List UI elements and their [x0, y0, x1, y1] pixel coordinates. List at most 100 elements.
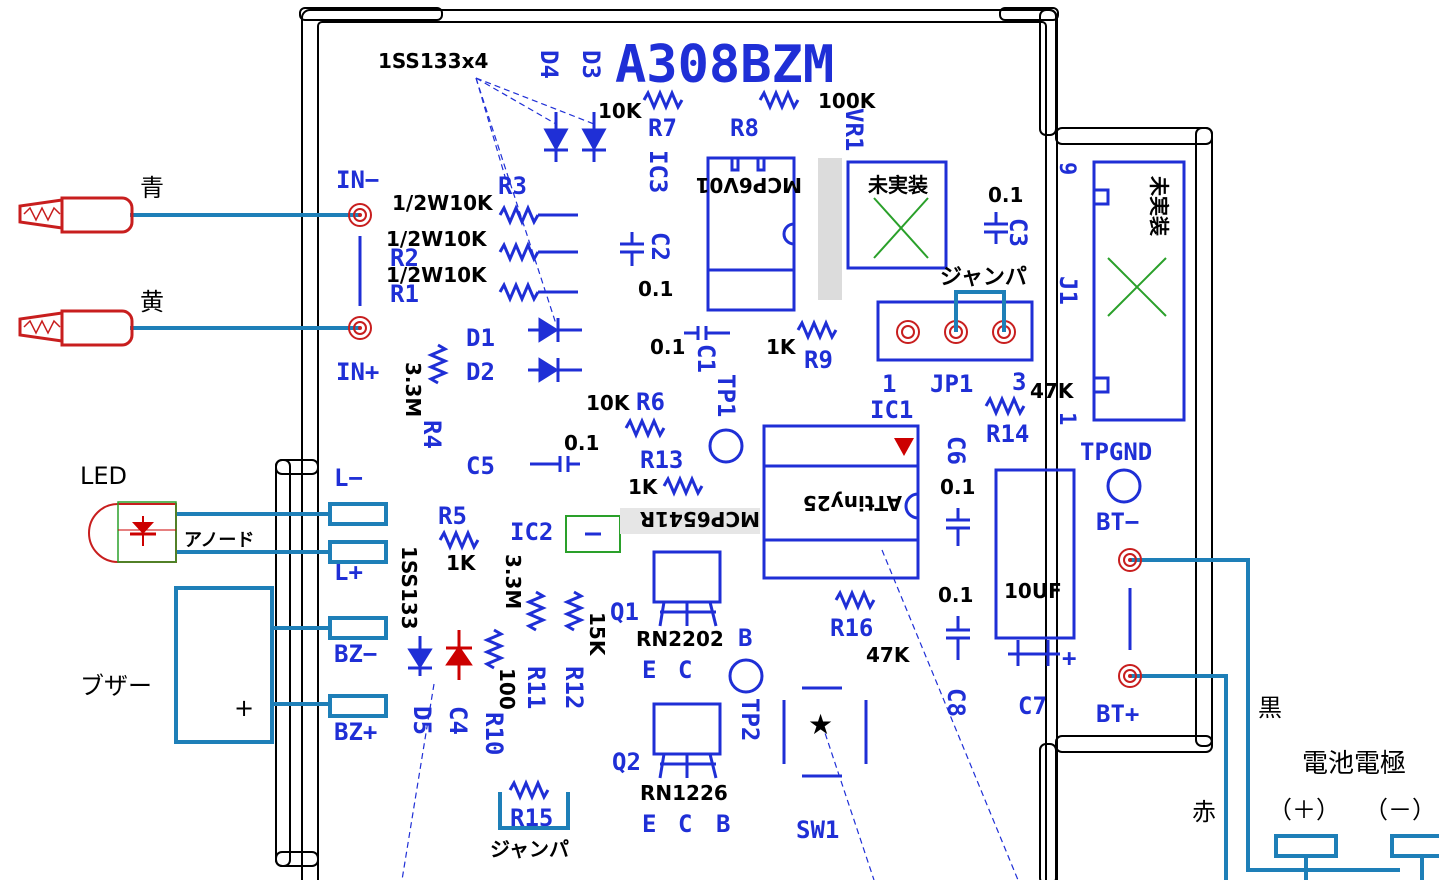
capacitor-symbols: [530, 212, 1008, 660]
silk-jp1-pin3: 3: [1012, 368, 1026, 396]
label-buzzer-plus: +: [234, 694, 254, 722]
silk-c3: C3: [1004, 218, 1032, 247]
value-c7: 10UF: [1004, 579, 1062, 603]
value-r3: 1/2W10K: [392, 191, 494, 215]
value-c1: 0.1: [650, 335, 685, 359]
silk-r8: R8: [730, 114, 759, 142]
silk-q2-b: B: [716, 810, 730, 838]
silk-r16: R16: [830, 614, 873, 642]
value-q2-part: RN1226: [640, 781, 728, 805]
value-r16: 47K: [866, 643, 911, 667]
value-c5: 0.1: [564, 431, 599, 455]
silk-c2: C2: [646, 232, 674, 261]
value-r8: 100K: [818, 89, 877, 113]
value-d5: 1SS133: [397, 546, 421, 630]
silk-r13: R13: [640, 446, 683, 474]
board-name: A308BZM: [615, 35, 834, 95]
silk-q2-c: C: [678, 810, 692, 838]
silk-r3: R3: [498, 172, 527, 200]
silk-j1-pin9: 9: [1054, 162, 1079, 175]
resistor-leads: [358, 213, 1132, 650]
j1-footprint: [1092, 160, 1186, 422]
value-r9: 1K: [766, 335, 797, 359]
silk-c7-plus: +: [1062, 644, 1076, 672]
silk-c8: C8: [942, 688, 970, 717]
silk-c4: C4: [444, 706, 472, 735]
silk-ic2: IC2: [510, 518, 553, 546]
silk-bt-minus: BT−: [1096, 508, 1139, 536]
note-j1: 未実装: [1147, 176, 1171, 236]
ic2-label-bg: [620, 508, 760, 534]
value-r5: 1K: [446, 551, 477, 575]
silk-r11: R11: [522, 666, 550, 709]
r15-jumper-wire: [498, 792, 570, 830]
q1-package: [652, 550, 722, 627]
value-c8: 0.1: [938, 583, 973, 607]
silk-tp1: TP1: [712, 374, 740, 417]
value-r1: 1/2W10K: [386, 263, 488, 287]
value-ic1-part: ATtiny25: [803, 491, 902, 515]
silk-bt-plus: BT+: [1096, 700, 1139, 728]
silk-q1-b: B: [738, 624, 752, 652]
value-r12: 15K: [585, 612, 609, 657]
label-red: 赤: [1192, 798, 1216, 826]
label-jumper-r15: ジャンパ: [490, 837, 569, 861]
label-battery-minus: （－）: [1364, 796, 1436, 824]
value-r10: 100: [495, 668, 519, 710]
leader-lines: [401, 77, 1019, 880]
ic3-package: [706, 156, 796, 312]
value-r4: 3.3M: [401, 362, 425, 417]
value-r14: 47K: [1030, 379, 1075, 403]
c4-diode-mark: [445, 630, 473, 680]
test-points: [708, 428, 1142, 694]
silk-jp1-pin1: 1: [882, 370, 896, 398]
silk-c6: C6: [942, 436, 970, 465]
c7-package: [994, 468, 1076, 666]
silk-in-plus: IN+: [336, 358, 379, 386]
silk-r5: R5: [438, 502, 467, 530]
silk-r1: R1: [390, 280, 419, 308]
silk-tp2: TP2: [736, 698, 764, 741]
value-c2: 0.1: [638, 277, 673, 301]
label-probe-blue: 青: [140, 174, 164, 202]
silk-q1-e: E: [642, 656, 656, 684]
label-buzzer: ブザー: [80, 672, 152, 700]
silk-d1: D1: [466, 324, 495, 352]
silk-l-minus: L−: [334, 464, 363, 492]
silk-r4: R4: [418, 420, 446, 449]
silk-r2: R2: [390, 244, 419, 272]
silk-j1-pin1: 1: [1054, 412, 1079, 425]
connector-pads: [328, 502, 388, 718]
led-symbol: [88, 501, 177, 563]
silk-ic3: IC3: [644, 150, 672, 193]
silk-ic1: IC1: [870, 396, 913, 424]
silk-c5: C5: [466, 452, 495, 480]
silk-q2-e: E: [642, 810, 656, 838]
silk-bz-minus: BZ−: [334, 640, 377, 668]
silk-jp1: JP1: [930, 370, 973, 398]
silk-r10: R10: [480, 712, 508, 755]
silk-c1: C1: [692, 344, 720, 373]
value-c6: 0.1: [940, 475, 975, 499]
silk-in-minus: IN−: [336, 166, 379, 194]
value-r7: 10K: [598, 99, 643, 123]
q2-package: [652, 702, 722, 779]
silk-d3: D3: [577, 50, 605, 79]
jp1-header: [876, 290, 1034, 362]
value-ic3-part: MCP6V01: [696, 173, 802, 197]
value-c3: 0.1: [988, 183, 1023, 207]
sw1-outline: [782, 686, 868, 778]
silk-bz-plus: BZ+: [334, 718, 377, 746]
silk-r7: R7: [648, 114, 677, 142]
ic1-pin1-mark: [894, 438, 914, 456]
label-led: LED: [80, 462, 127, 490]
silk-tpgnd: TPGND: [1080, 438, 1152, 466]
sw1-star: ★: [808, 708, 833, 741]
label-jumper-jp1: ジャンパ: [940, 265, 1027, 290]
alligator-clip-blue: [18, 196, 134, 234]
ic3-shadow: [818, 158, 842, 300]
board-outline: [275, 7, 1213, 880]
label-battery-title: 電池電極: [1302, 749, 1406, 779]
silk-d4: D4: [535, 50, 563, 79]
label-battery-plus: （＋）: [1268, 796, 1340, 824]
